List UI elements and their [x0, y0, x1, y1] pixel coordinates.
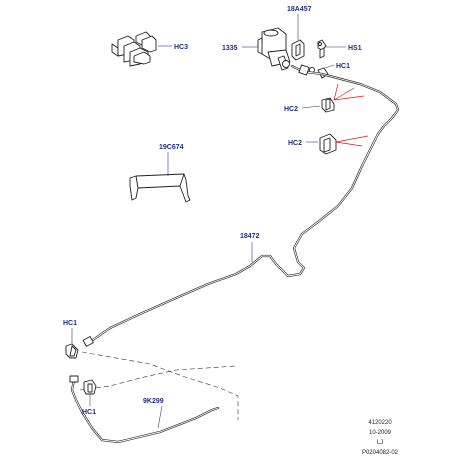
hc2-b-label: HC2 — [288, 140, 302, 147]
reference-block: 4120220 10-2009 LJ P0204082-02 — [362, 420, 399, 456]
18472-label: 18472 — [240, 233, 260, 240]
hc2-a-label: HC2 — [284, 106, 298, 113]
18a457-label: 18A457 — [287, 6, 312, 13]
9k299-leader — [157, 405, 163, 429]
pipe-clip-hc1-left — [65, 343, 79, 359]
brake-pipe-18472 — [82, 64, 400, 347]
connection-lines — [79, 351, 239, 420]
reference-line-2: 10-2009 — [369, 430, 392, 436]
highlight-leaders — [333, 83, 369, 147]
hc2-a-leader — [301, 105, 321, 109]
reference-line-1: 4120220 — [368, 420, 392, 426]
19c674-label: 19C674 — [159, 144, 184, 151]
pipe-clip-hc1-bottom — [83, 379, 97, 395]
hs1-label: HS1 — [348, 45, 362, 52]
9k299-label: 9K299 — [143, 398, 164, 405]
1335-label: 1335 — [222, 45, 238, 52]
hc1-top-label: HC1 — [336, 63, 350, 70]
brake-pipe-9k299 — [69, 375, 220, 444]
hc1-left-label: HC1 — [63, 320, 77, 327]
pipe-clip-hc2-a — [321, 97, 335, 113]
reference-line-4: P0204082-02 — [362, 450, 399, 456]
reference-line-3: LJ — [377, 440, 383, 446]
hc1-top-leader — [324, 64, 335, 69]
hc1-bottom-label: HC1 — [82, 409, 96, 416]
clip-set-hc3 — [111, 31, 157, 67]
bracket-19c674 — [129, 173, 191, 203]
pipe-clip-hc2-b — [319, 133, 337, 155]
hc3-label: HC3 — [174, 44, 188, 51]
master-cylinder-assembly — [257, 27, 327, 71]
